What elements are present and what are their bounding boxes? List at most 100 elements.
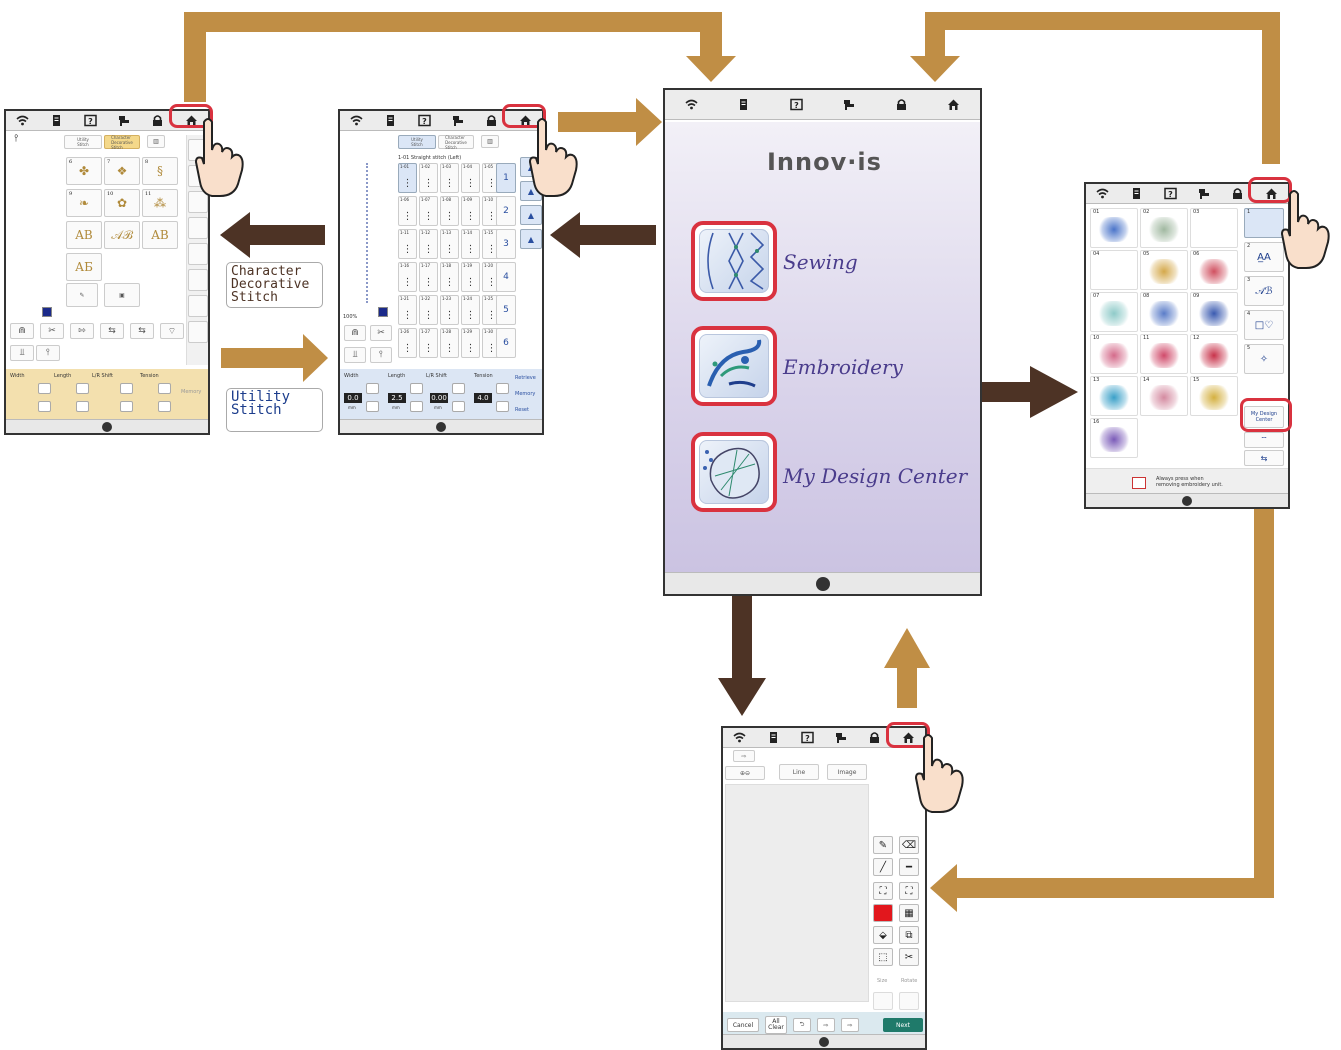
book-icon[interactable]: ▥	[147, 135, 165, 148]
stitch-tile[interactable]: ⋮1-14	[461, 229, 480, 259]
bucket-icon[interactable]: ⛶	[873, 882, 893, 900]
embroidery-pattern-tile[interactable]: 10	[1090, 334, 1138, 374]
wifi-icon[interactable]	[733, 731, 746, 744]
stitch-tile[interactable]: ⋮1-27	[419, 328, 438, 358]
undo-button[interactable]: ⮌	[793, 1018, 811, 1032]
stitch-tile[interactable]: ⋮1-12	[419, 229, 438, 259]
presser-foot-lift-icon[interactable]: ⋒	[344, 325, 366, 341]
increase-button[interactable]	[452, 383, 465, 394]
document-icon[interactable]	[737, 98, 750, 111]
stitch-category-tile[interactable]: 2	[496, 196, 516, 226]
next-button[interactable]: Next	[883, 1018, 923, 1032]
my-design-center-button[interactable]: My Design Center	[1244, 406, 1284, 428]
character-pattern-tile[interactable]: ❧9	[66, 189, 102, 217]
tab-character-stitch[interactable]: Character Decorative Stitch	[104, 135, 140, 150]
embroidery-pattern-tile[interactable]: 05	[1140, 250, 1188, 290]
stitch-tile[interactable]: ⋮1-02	[419, 163, 438, 193]
help-icon[interactable]: ?	[417, 114, 431, 127]
stitch-tile[interactable]: ⋮1-16	[398, 262, 417, 292]
character-pattern-tile[interactable]: ❖7	[104, 157, 140, 185]
decrease-button[interactable]	[38, 401, 51, 412]
book-icon[interactable]: ▥	[481, 135, 499, 148]
side-function-button[interactable]	[188, 321, 208, 343]
stitch-tile[interactable]: ⋮1-19	[461, 262, 480, 292]
decrease-button[interactable]	[496, 401, 509, 412]
tab-utility-stitch[interactable]: Utility Stitch	[64, 135, 102, 149]
stitch-tile[interactable]: ⋮1-17	[419, 262, 438, 292]
stitch-category-tile[interactable]: 1	[496, 163, 516, 193]
side-function-button[interactable]	[188, 295, 208, 317]
presser-foot-icon[interactable]	[117, 114, 130, 127]
stitch-tile[interactable]: ⋮1-04	[461, 163, 480, 193]
document-icon[interactable]	[1130, 187, 1143, 200]
zoom-icon[interactable]: ⊕⊖	[725, 766, 765, 780]
select-icon[interactable]: ⬚	[873, 948, 893, 966]
delete-icon[interactable]	[899, 992, 919, 1010]
decrease-button[interactable]	[76, 401, 89, 412]
embroidery-pattern-tile[interactable]: 16	[1090, 418, 1138, 458]
stitch-category-tile[interactable]: 6	[496, 328, 516, 358]
forward-button[interactable]: ⇨	[841, 1018, 859, 1032]
sewing-button[interactable]	[691, 221, 777, 301]
fill-style-icon[interactable]: ▦	[899, 904, 919, 922]
embroidery-pattern-tile[interactable]: 14	[1140, 376, 1188, 416]
eraser-icon[interactable]: ⌫	[899, 836, 919, 854]
presser-foot-icon[interactable]	[1197, 187, 1210, 200]
cut-icon[interactable]: ✂	[899, 948, 919, 966]
character-pattern-tile[interactable]: 𝒜ℬ	[104, 221, 140, 249]
embroidery-category-tile[interactable]: ✧5	[1244, 344, 1284, 374]
presser-foot-icon[interactable]	[451, 114, 464, 127]
side-button-label[interactable]: Reset	[515, 407, 529, 413]
help-icon[interactable]: ?	[790, 98, 803, 111]
help-icon[interactable]: ?	[83, 114, 97, 127]
all-clear-button[interactable]: All Clear	[765, 1016, 787, 1034]
usb-icon[interactable]: ⇆	[100, 323, 124, 339]
wifi-icon[interactable]	[16, 114, 29, 127]
drawing-canvas[interactable]	[725, 784, 869, 1002]
increase-button[interactable]	[120, 383, 133, 394]
embroidery-pattern-tile[interactable]: 13	[1090, 376, 1138, 416]
lock-icon[interactable]	[868, 731, 881, 744]
document-icon[interactable]	[767, 731, 780, 744]
home-indicator-icon[interactable]	[819, 1037, 829, 1047]
home-icon[interactable]	[519, 114, 532, 127]
image-tool-button[interactable]: Image	[827, 764, 867, 780]
lock-icon[interactable]	[151, 114, 164, 127]
stitch-tile[interactable]: ⋮1-23	[440, 295, 459, 325]
embroidery-pattern-tile[interactable]: 04	[1090, 250, 1138, 290]
stitch-tile[interactable]: ⋮1-01	[398, 163, 417, 193]
copy-icon[interactable]: ⧉	[899, 926, 919, 944]
embroidery-pattern-tile[interactable]: 02	[1140, 208, 1188, 248]
side-button-label[interactable]: Memory	[515, 391, 536, 397]
stitch-tile[interactable]: ⋮1-24	[461, 295, 480, 325]
needle-stop-icon[interactable]: ⫯	[36, 345, 60, 361]
wifi-icon[interactable]	[1096, 187, 1109, 200]
stitch-tile[interactable]: ⋮1-22	[419, 295, 438, 325]
home-indicator-icon[interactable]	[102, 422, 112, 432]
presser-foot-lift-icon[interactable]: ⋒	[10, 323, 34, 339]
needle-position-icon[interactable]: ⫫	[344, 347, 366, 363]
increase-button[interactable]	[410, 383, 423, 394]
character-pattern-tile[interactable]: AB	[66, 221, 102, 249]
sewing-label[interactable]: Sewing	[783, 250, 858, 274]
edit-icon[interactable]: ✎	[66, 283, 98, 307]
stitch-category-tile[interactable]: 5	[496, 295, 516, 325]
increase-button[interactable]	[366, 383, 379, 394]
stitch-category-tile[interactable]: 4	[496, 262, 516, 292]
embroidery-pattern-tile[interactable]: 03	[1190, 208, 1238, 248]
embroidery-pattern-tile[interactable]: 06	[1190, 250, 1238, 290]
embroidery-button[interactable]	[691, 326, 777, 406]
character-pattern-tile[interactable]: ✿10	[104, 189, 140, 217]
memory-label[interactable]: Memory	[181, 389, 202, 395]
tab-character-stitch[interactable]: Character Decorative Stitch	[438, 135, 474, 150]
increase-button[interactable]	[496, 383, 509, 394]
embroidery-pattern-tile[interactable]: 01	[1090, 208, 1138, 248]
presser-foot-icon[interactable]	[834, 731, 847, 744]
embroidery-unit-icon[interactable]	[1132, 477, 1146, 489]
scissors-icon[interactable]: ✂	[370, 325, 392, 341]
pen-icon[interactable]: ✎	[873, 836, 893, 854]
needle-position-icon[interactable]: ⫫	[10, 345, 34, 361]
decrease-button[interactable]	[158, 401, 171, 412]
decrease-button[interactable]	[366, 401, 379, 412]
lock-icon[interactable]	[485, 114, 498, 127]
